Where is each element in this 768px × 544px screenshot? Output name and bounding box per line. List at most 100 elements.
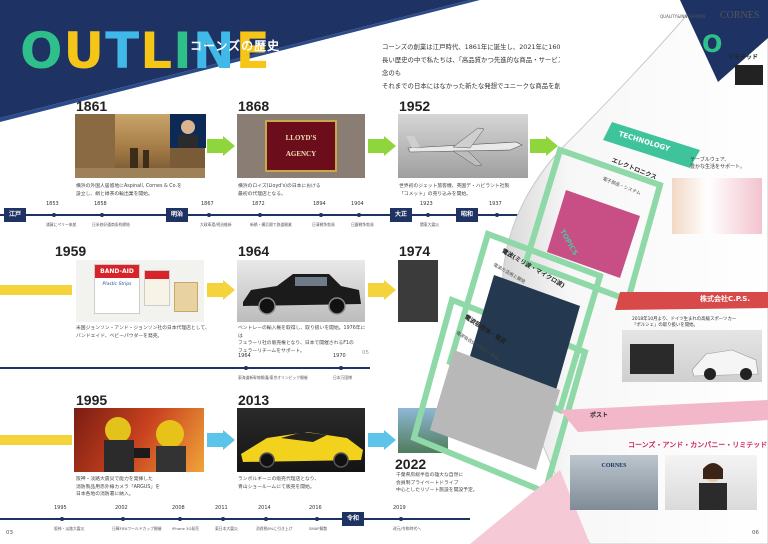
device-photo xyxy=(735,65,763,85)
tick-year: 2008 xyxy=(172,505,185,511)
company-small-title: リミテッド xyxy=(728,54,759,61)
tick-text: 新橋・横浜間で鉄道開業 xyxy=(250,222,292,227)
intro-line: 長い歴史の中で私たちは、「高品質かつ先進的な商品・サービスを提供する」という企業… xyxy=(382,56,641,77)
caption-line: 横浜のロイズ(Lloyd's)の日本における xyxy=(238,184,321,189)
year-label: 2013 xyxy=(238,392,270,408)
year-label: 1959 xyxy=(55,243,87,259)
sports-car-image xyxy=(241,432,363,468)
section-subtitle: コーンズの歴史 xyxy=(190,39,281,53)
tick-year: 1894 xyxy=(313,201,326,207)
classic-car-image xyxy=(243,274,361,315)
tick-text: 消費税8%に引き上げ xyxy=(256,526,293,531)
tableware-photo xyxy=(672,178,762,234)
box-brand: BAND-AID xyxy=(95,265,139,278)
caption-1952: 世界初のジェット旅客機、英国デ・ハビラント社製 「コメット」の売り込みを開始。 xyxy=(399,183,549,198)
outline-title: OUTLINE xyxy=(20,26,271,76)
caption-1959: 米国ジョンソン・アンド・ジョンソン社の日本代理店として、 バンドエイド、ベビーパ… xyxy=(76,325,246,340)
timeline-dot xyxy=(207,213,211,217)
timeline-dot xyxy=(100,213,104,217)
photo-2013-lamborghini xyxy=(237,408,365,472)
tick-text: 浦賀にペリー来航 xyxy=(46,222,77,227)
text-line: テーブルウェア、 xyxy=(690,157,730,163)
text-line: 「ポルシェ」の取り扱いを開始。 xyxy=(632,323,698,328)
electronics-label: エレクトロニクス xyxy=(610,156,658,182)
electronics-sub: 電子部品・システム xyxy=(601,176,642,197)
year-label: 1995 xyxy=(76,392,108,408)
tick-text: SMAP解散 xyxy=(309,526,328,531)
photo-1959-bandaid: BAND-AID Plastic Strips xyxy=(76,260,204,322)
page-number-mid: 05 xyxy=(362,350,369,356)
arrow-right-icon xyxy=(207,280,235,300)
timeline-dot xyxy=(319,213,323,217)
tick-text: 日清戦争勃発 xyxy=(312,222,335,227)
tick-year: 1937 xyxy=(489,201,502,207)
tick-text: 日露戦争勃発 xyxy=(351,222,374,227)
jet-plane-image xyxy=(406,127,523,167)
timeline-dot xyxy=(315,517,319,521)
caption-line: フェラーリチームをサポート。 xyxy=(238,348,305,354)
timeline-dot xyxy=(339,366,343,370)
portrait-image xyxy=(178,120,198,148)
staff-photo xyxy=(665,455,757,510)
title-letter: L xyxy=(140,22,174,80)
caption-line: 会員制プライベートドライブ xyxy=(396,480,459,486)
timeline-dot xyxy=(258,213,262,217)
corner-label: QUALITY&INNOVATION xyxy=(660,14,706,19)
caption-line: 消防製品用赤外線カメラ「ARGUS」を xyxy=(76,484,161,490)
caption-line: 米国ジョンソン・アンド・ジョンソン社の日本代理店として、 xyxy=(76,326,210,331)
arrow-right-icon xyxy=(207,136,235,156)
timeline-dot xyxy=(357,213,361,217)
title-letter: T xyxy=(105,22,141,80)
title-letter: O xyxy=(20,22,64,80)
tableware-text: テーブルウェア、 豊かな生活をサポート。 xyxy=(690,156,745,170)
caption-line: 「コメット」の売り込みを開始。 xyxy=(399,191,471,197)
intro-text: コーンズの創業は江戸時代、1861年に誕生し、2021年に160周年を迎えます。… xyxy=(382,41,642,93)
intro-line: コーンズの創業は江戸時代、1861年に誕生し、2021年に160周年を迎えます。 xyxy=(382,43,611,51)
photo-2022-landscape xyxy=(398,408,448,453)
building-photo: CORNES xyxy=(570,455,658,510)
timeline-dot xyxy=(52,213,56,217)
timeline-dot xyxy=(495,213,499,217)
arrow-right-icon xyxy=(530,136,558,156)
lloyds-sign: LLOYD'S AGENCY xyxy=(265,120,337,172)
porsche-car-image xyxy=(630,344,759,380)
photo-1964-bentley xyxy=(237,260,365,322)
caption-1868: 横浜のロイズ(Lloyd's)の日本における 最初の代理店となる。 xyxy=(238,183,388,198)
cps-title: 株式会社C.P.S. xyxy=(700,295,751,303)
tick-year: 1853 xyxy=(46,201,59,207)
caption-line: 日本各地の消防署に納入。 xyxy=(76,492,134,497)
topics-label: TOPICS xyxy=(558,228,580,257)
tick-text: 改元/令和時代へ xyxy=(393,526,421,531)
tick-text: 日米修好通商条約締結 xyxy=(92,222,130,227)
caption-1995: 阪神・淡路大震災で能力を発揮した 消防製品用赤外線カメラ「ARGUS」を 日本各… xyxy=(76,476,226,499)
timeline-line-2 xyxy=(0,367,370,369)
cps-caption: 2018年10月より、ドイツ生まれの高級スポーツカー 「ポルシェ」の取り扱いを開… xyxy=(632,316,736,328)
microwave-label: 電波(ミリ波・マイクロ波) xyxy=(500,247,566,290)
caption-line: 設立し、絹と緑茶の輸出業を開始。 xyxy=(76,191,153,197)
page-number-left: 03 xyxy=(6,530,13,536)
caption-line: ベントレーの輸入権を取得し、取り扱いを開始。1976年には xyxy=(238,326,366,339)
year-label: 1974 xyxy=(399,243,431,259)
corner-title: CORNES xyxy=(720,10,760,21)
caption-line: 千葉県房総半島の雄大な自然に xyxy=(396,473,464,478)
year-label: 1964 xyxy=(238,243,270,259)
tick-year: 1970 xyxy=(333,353,346,359)
caption-2022: 千葉県房総半島の雄大な自然に 会員制プライベートドライブ 中心としたリゾート施設… xyxy=(396,472,496,495)
page-number-right: 06 xyxy=(752,530,759,536)
accent-band-yellow xyxy=(0,435,72,445)
arrow-right-icon xyxy=(207,430,235,450)
timeline-dot xyxy=(221,517,225,521)
post-label: ポスト xyxy=(590,412,609,419)
era-badge-reiwa: 令和 xyxy=(342,512,365,526)
caption-line: 世界初のジェット旅客機、英国デ・ハビラント社製 xyxy=(399,184,510,189)
photo-1995-firefighters xyxy=(74,408,204,472)
tick-text: 東海道新幹線開通/東京オリンピック開催 xyxy=(238,375,308,380)
powder-can xyxy=(174,282,198,312)
tick-text: iPhone 3G発売 xyxy=(172,526,199,531)
tick-year: 1858 xyxy=(94,201,107,207)
caption-1861: 横浜の外国人居留地にAspinall, Cornes & Co.を 設立し、絹と… xyxy=(76,183,226,198)
timeline-line-3 xyxy=(0,518,470,520)
tick-text: 東日本大震災 xyxy=(215,526,238,531)
photo-1861-portrait xyxy=(170,114,206,148)
photo-1868-lloyds-sign: LLOYD'S AGENCY xyxy=(237,114,365,178)
